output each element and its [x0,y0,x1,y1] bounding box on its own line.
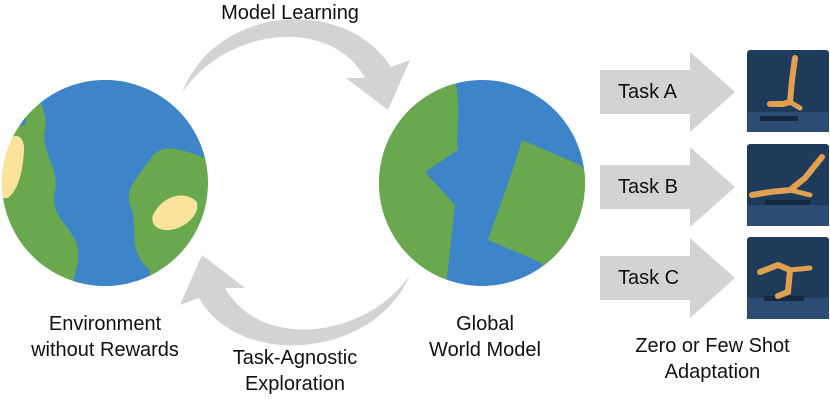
task-c-arrow [600,238,735,318]
task-b-thumbnail [747,144,829,226]
task-b-arrow [600,147,735,227]
task-c-label: Task C [618,267,680,289]
exploration-label-line1: Task-Agnostic [232,347,358,369]
environment-label-line1: Environment [48,313,162,335]
task-a-arrow [600,52,735,132]
model-learning-arrow [182,19,410,110]
environment-globe [2,80,208,286]
task-b-label: Task B [618,176,679,198]
world-model-label-line2: World Model [429,339,541,361]
task-a-thumbnail [747,50,829,132]
adaptation-label-line1: Zero or Few Shot [635,335,790,357]
world-model-globe [379,80,585,286]
adaptation-label-line2: Adaptation [664,361,761,383]
model-learning-label: Model Learning [221,2,359,24]
exploration-arrow [180,255,410,346]
world-model-label-line1: Global [456,313,514,335]
task-c-thumbnail [747,237,829,319]
task-a-label: Task A [618,81,677,103]
environment-label-line2: without Rewards [31,339,179,361]
exploration-label-line2: Exploration [244,373,346,395]
